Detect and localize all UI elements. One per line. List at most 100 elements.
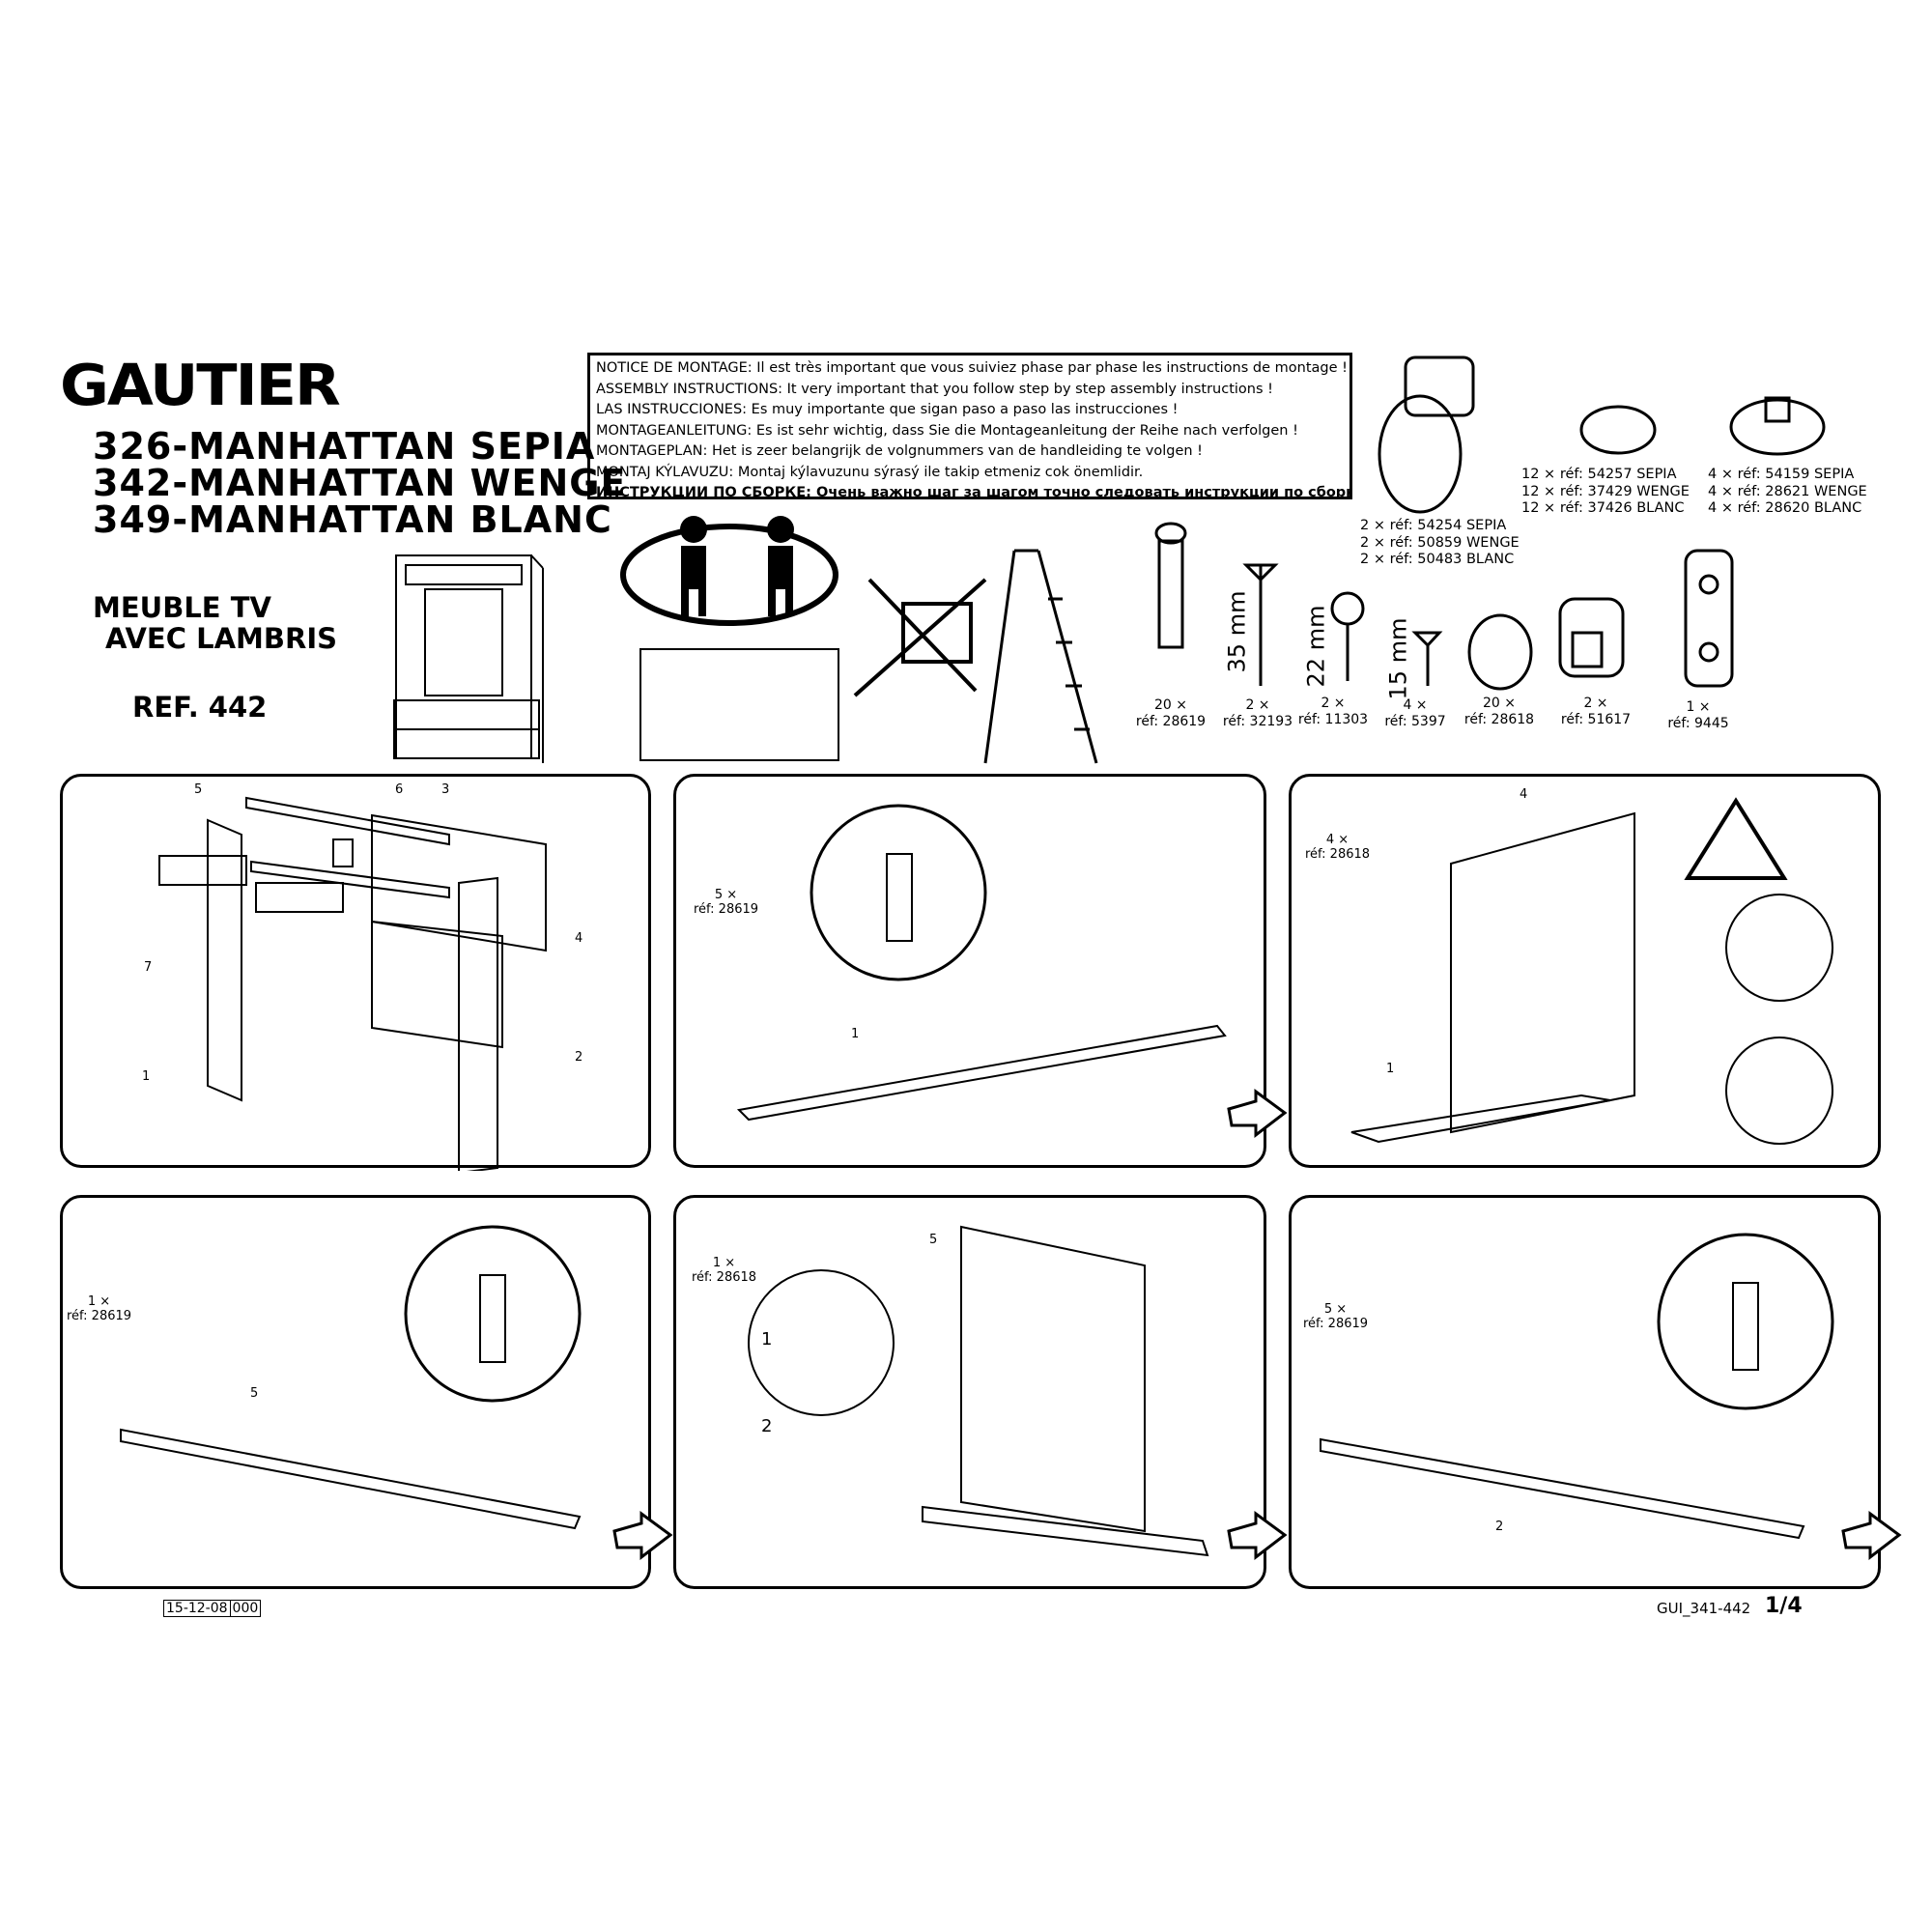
notice-line-ru: ИНСТРУКЦИИ ПО СБОРКЕ: Очень важно шаг за…	[596, 485, 1352, 499]
step-panel-4: 1 ×réf: 28619 5	[60, 1195, 651, 1589]
step-panel-1: 5 6 3 7 4 1 2	[60, 774, 651, 1171]
part-qty: 2 ×	[1583, 696, 1608, 711]
ref-line: 2 × réf: 50859 WENGE	[1360, 534, 1520, 551]
qty: 1 ×	[712, 1256, 736, 1270]
qty: 1 ×	[87, 1294, 111, 1309]
part-ref: réf: 9445	[1667, 716, 1729, 731]
hardware-qty: 1 ×réf: 28618	[692, 1256, 756, 1285]
document-code: GUI_341-442	[1657, 1600, 1751, 1617]
callout-3: 3	[441, 782, 450, 797]
part-ref: réf: 28619	[1135, 714, 1207, 729]
hardware-qty: 5 ×réf: 28619	[1303, 1302, 1368, 1331]
callout-5: 5	[194, 782, 203, 797]
ref-line: 4 × réf: 54159 SEPIA	[1708, 467, 1855, 482]
ref-line: 12 × réf: 37426 BLANC	[1521, 500, 1685, 516]
part-label: 2 ×réf: 51617	[1557, 696, 1634, 728]
tv-unit-icon	[393, 554, 544, 763]
part-qty: 20 ×	[1154, 697, 1187, 713]
callout-1: 1	[142, 1069, 151, 1084]
callout-5: 5	[929, 1233, 938, 1247]
notice-line-en: ASSEMBLY INSTRUCTIONS: It very important…	[596, 381, 1273, 397]
dimension-35mm: 35 mm	[1223, 590, 1251, 673]
ladder-icon	[983, 549, 1098, 764]
model-title-2: 342-MANHATTAN WENGE	[93, 462, 627, 504]
screw-15-icon	[1411, 631, 1443, 686]
callout-2: 2	[1495, 1520, 1504, 1534]
part-ref: réf: 11303	[1297, 712, 1369, 727]
part-qty: 2 ×	[1245, 697, 1270, 713]
ref-line: 2 × réf: 50483 BLANC	[1360, 552, 1515, 567]
ref: réf: 28619	[1303, 1317, 1369, 1331]
dowel-cam-bolt-icon	[1154, 522, 1187, 649]
part-ref: réf: 51617	[1560, 712, 1632, 727]
screw-22-icon	[1330, 591, 1365, 681]
product-subtitle: AVEC LAMBRIS	[105, 622, 338, 655]
arrow-label-2: 2	[761, 1416, 773, 1436]
code: 000	[229, 1601, 259, 1616]
ref-line: 12 × réf: 54257 SEPIA	[1521, 467, 1677, 482]
step-panel-2: 5 ×réf: 28619 1	[673, 774, 1266, 1168]
ref-line: 12 × réf: 37429 WENGE	[1521, 483, 1690, 499]
assembly-notice: NOTICE DE MONTAGE: Il est très important…	[587, 353, 1352, 499]
arrow-label-1: 1	[761, 1329, 773, 1350]
no-drill-icon	[853, 578, 987, 697]
screw-35-icon	[1242, 563, 1279, 686]
notice-line-de: MONTAGEANLEITUNG: Es ist sehr wichtig, d…	[596, 422, 1298, 439]
ref: réf: 28619	[67, 1309, 132, 1323]
callout-4: 4	[575, 931, 583, 946]
cap-refs: 12 × réf: 54257 SEPIA 12 × réf: 37429 WE…	[1521, 467, 1690, 518]
step-2-diagram	[736, 804, 1227, 1122]
date: 15-12-08	[166, 1601, 228, 1616]
hardware-qty: 4 ×réf: 28618	[1305, 833, 1370, 862]
hinge-icon	[1558, 597, 1625, 678]
part-qty: 20 ×	[1483, 696, 1516, 711]
step-panel-5: 1 ×réf: 28618 5 1 2	[673, 1195, 1266, 1589]
part-label: 2 ×réf: 32193	[1219, 697, 1296, 730]
handle-refs: 2 × réf: 54254 SEPIA 2 × réf: 50859 WENG…	[1360, 518, 1520, 569]
dimension-22mm: 22 mm	[1302, 605, 1330, 688]
part-qty: 4 ×	[1403, 697, 1428, 713]
callout-5: 5	[250, 1386, 259, 1401]
part-label: 1 ×réf: 9445	[1660, 699, 1737, 732]
part-ref: réf: 5397	[1384, 714, 1446, 729]
qty: 4 ×	[1325, 833, 1350, 847]
gautier-logo: GAUTIER	[60, 351, 341, 419]
model-title-1: 326-MANHATTAN SEPIA	[93, 425, 596, 468]
callout-6: 6	[395, 782, 404, 797]
callout-1: 1	[851, 1027, 860, 1041]
qty: 5 ×	[714, 888, 738, 902]
part-label: 4 ×réf: 5397	[1377, 697, 1454, 730]
step-3-diagram	[1350, 797, 1833, 1145]
exploded-view-diagram	[158, 796, 547, 1171]
notice-line-fr: NOTICE DE MONTAGE: Il est très important…	[596, 360, 1348, 376]
callout-2: 2	[575, 1050, 583, 1065]
step-panel-6: 5 ×réf: 28619 2	[1289, 1195, 1881, 1589]
product-name: MEUBLE TV	[93, 591, 271, 624]
handle-icon	[1378, 355, 1475, 514]
part-qty: 1 ×	[1686, 699, 1711, 715]
cap-icon	[1579, 405, 1657, 455]
step-5-diagram	[748, 1225, 1209, 1557]
ref-line: 4 × réf: 28620 BLANC	[1708, 500, 1862, 516]
callout-7: 7	[144, 960, 153, 975]
notice-line-nl: MONTAGEPLAN: Het is zeer belangrijk de v…	[596, 443, 1203, 459]
part-ref: réf: 32193	[1222, 714, 1293, 729]
hardware-qty: 1 ×réf: 28619	[67, 1294, 131, 1323]
step-panel-3: 4 ×réf: 28618 4 1	[1289, 774, 1881, 1168]
notice-line-es: LAS INSTRUCCIONES: Es muy importante que…	[596, 402, 1179, 417]
two-person-icon	[620, 516, 838, 626]
step-6-diagram	[1320, 1233, 1834, 1540]
qty: 5 ×	[1323, 1302, 1348, 1317]
model-title-3: 349-MANHATTAN BLANC	[93, 498, 612, 541]
part-label: 2 ×réf: 11303	[1294, 696, 1372, 728]
part-qty: 2 ×	[1321, 696, 1346, 711]
ref-line: 2 × réf: 54254 SEPIA	[1360, 518, 1507, 533]
tools-box	[639, 648, 839, 761]
callout-1: 1	[1386, 1062, 1395, 1076]
connector-plate-icon	[1684, 549, 1734, 688]
foot-refs: 4 × réf: 54159 SEPIA 4 × réf: 28621 WENG…	[1708, 467, 1867, 518]
hardware-qty: 5 ×réf: 28619	[694, 888, 758, 917]
notice-line-tr: MONTAJ KÝLAVUZU: Montaj kýlavuzunu sýras…	[596, 464, 1144, 480]
ref: réf: 28618	[692, 1270, 757, 1285]
